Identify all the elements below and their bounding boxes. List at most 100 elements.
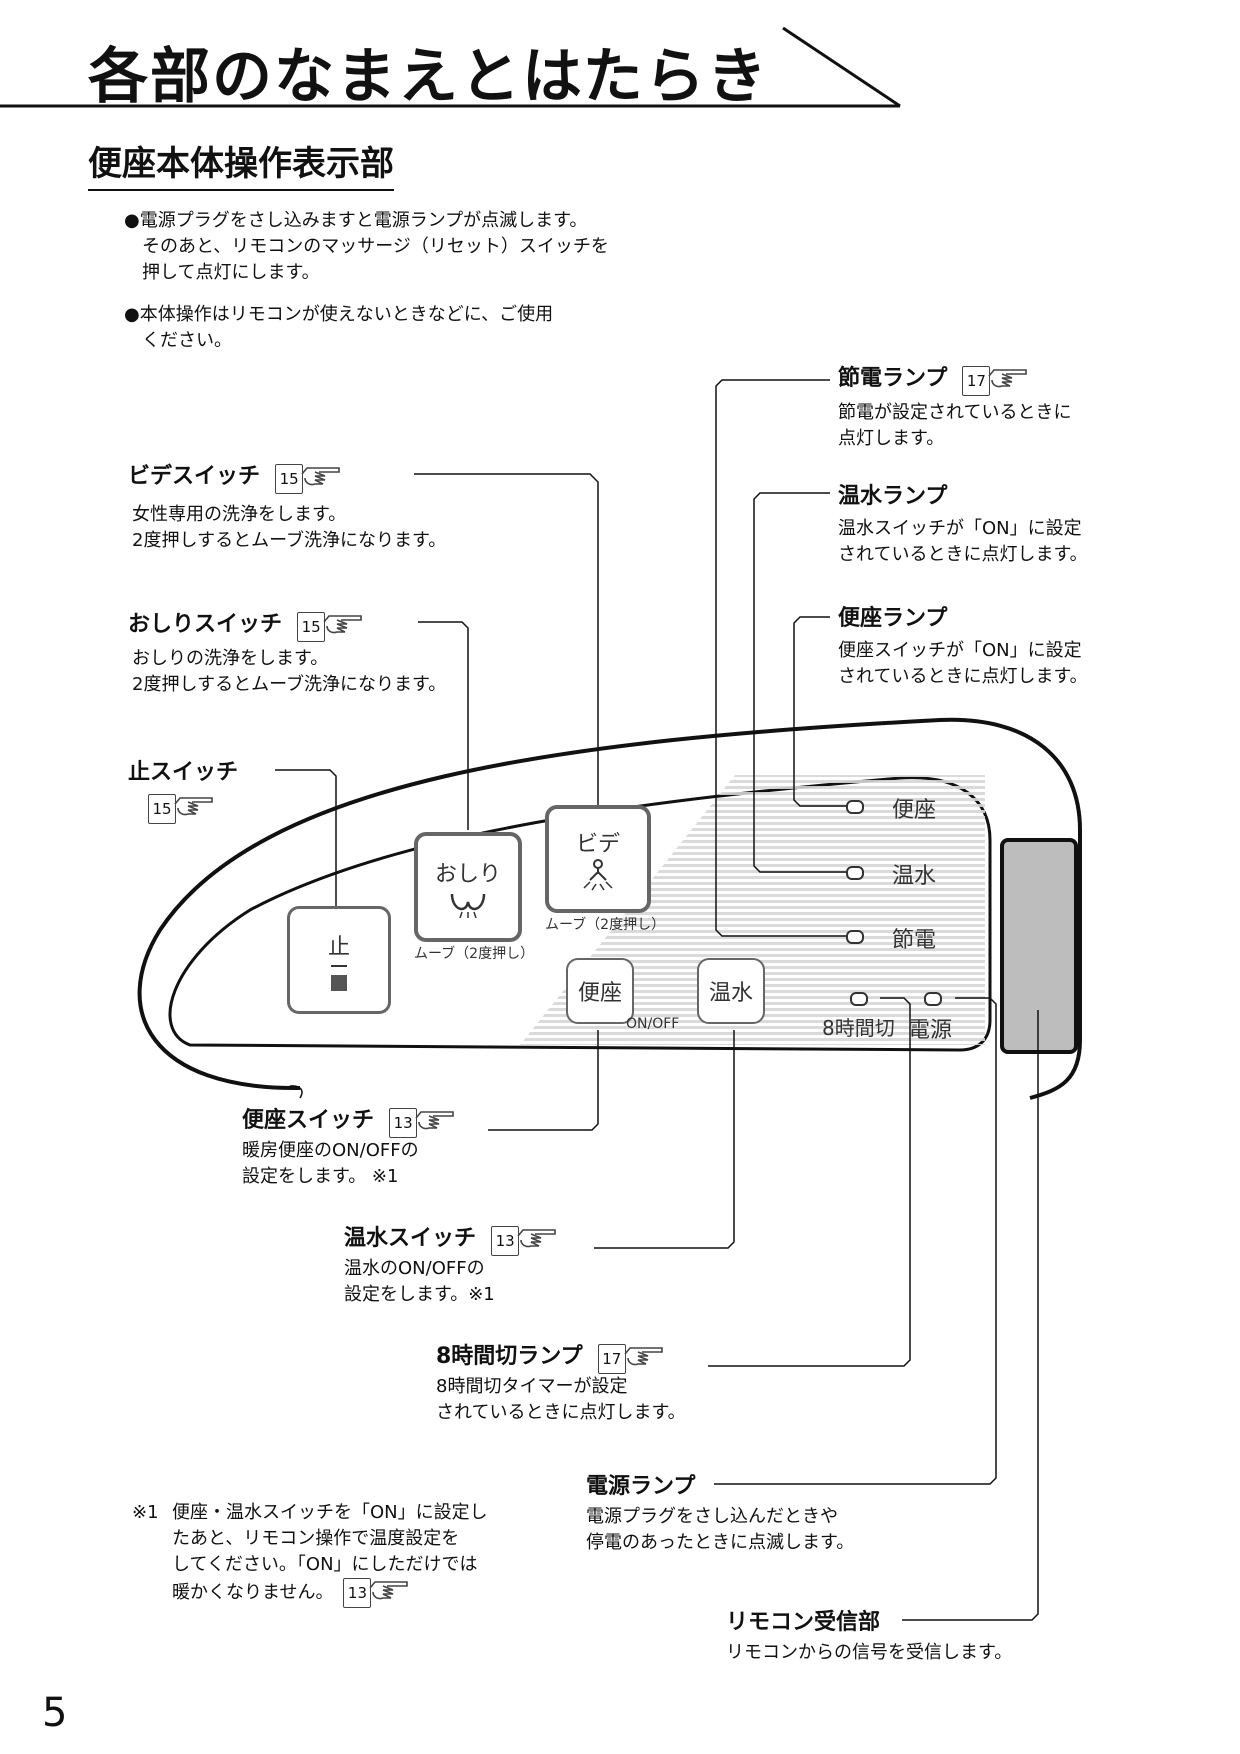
note-line: ください。 (124, 330, 232, 351)
power-lamp (924, 992, 942, 1006)
onsui-lamp (846, 866, 864, 880)
callout-desc: おしりの洗浄をします。 2度押しするとムーブ洗浄になります。 (132, 646, 446, 698)
footnote-line: 暖かくなりません。 (172, 1582, 334, 1603)
bidet-button[interactable]: ビデ (545, 805, 651, 913)
power-lamp-label: 電源 (908, 1018, 953, 1043)
callout-desc: リモコンからの信号を受信します。 (726, 1640, 1012, 1666)
desc-line: リモコンからの信号を受信します。 (726, 1642, 1013, 1663)
callout-stop: 止スイッチ 15 (128, 754, 238, 824)
desc-line: 停電のあったときに点滅します。 (586, 1532, 855, 1553)
pointing-hand-icon (624, 1346, 663, 1365)
leader-lines (275, 379, 1039, 1621)
oshiri-button-label: おしり (434, 862, 501, 887)
desc-line: 2度押しするとムーブ洗浄になります。 (132, 529, 447, 551)
pointing-hand-icon (323, 614, 362, 633)
desc-line: 暖房便座のON/OFFの (242, 1139, 419, 1161)
page-ref-number: 13 (343, 1578, 372, 1608)
note-line: 押して点灯にします。 (124, 262, 320, 283)
page-ref: 15 (148, 794, 214, 824)
note-line: そのあと、リモコンのマッサージ（リセット）スイッチを (124, 236, 609, 257)
pointing-hand-icon (415, 1110, 454, 1129)
callout-timer-lamp: 8時間切ランプ 17 8時間切タイマーが設定 されているときに点灯します。 (436, 1338, 686, 1426)
note-line: ●電源プラグをさし込みますと電源ランプが点滅します。 (124, 210, 588, 231)
callout-desc: 便座スイッチが「ON」に設定 されているときに点灯します。 (838, 638, 1088, 690)
diagonal-arrow-icon (782, 26, 901, 108)
pointing-hand-icon (517, 1228, 556, 1247)
desc-line: 便座スイッチが「ON」に設定 (838, 640, 1082, 661)
oshiri-button[interactable]: おしり (414, 832, 522, 942)
timer-lamp-label: 8時間切 (822, 1016, 895, 1040)
callout-onsui-lamp: 温水ランプ 温水スイッチが「ON」に設定 されているときに点灯します。 (838, 478, 1088, 568)
callout-label: 便座スイッチ (242, 1108, 375, 1133)
benza-button[interactable]: 便座 (566, 958, 634, 1024)
desc-line: 点灯します。 (838, 427, 945, 449)
onsui-button[interactable]: 温水 (697, 958, 765, 1024)
page-ref: 13 (491, 1225, 557, 1256)
pointing-hand-icon (369, 1581, 409, 1600)
callout-label: 節電ランプ (838, 366, 948, 391)
callout-oshiri: おしりスイッチ 15 おしりの洗浄をします。 2度押しするとムーブ洗浄になります… (128, 606, 446, 698)
stop-square-icon (331, 965, 347, 967)
desc-line: されているときに点灯します。 (838, 544, 1088, 565)
callout-label: 温水スイッチ (344, 1226, 477, 1251)
callout-label: リモコン受信部 (726, 1610, 881, 1635)
callout-desc: 女性専用の洗浄をします。 2度押しするとムーブ洗浄になります。 (132, 502, 446, 554)
desc-line: されているときに点灯します。 (436, 1401, 686, 1423)
page-ref-number: 13 (389, 1107, 418, 1138)
footnote-line: してください。「ON」にしただけでは (172, 1554, 478, 1575)
timer-lamp (850, 992, 868, 1006)
page-title: 各部のなまえとはたらき (88, 42, 769, 112)
desc-line: 2度押しするとムーブ洗浄になります。 (132, 673, 447, 695)
footnote-body: 便座・温水スイッチを「ON」に設定し たあと、リモコン操作で温度設定を してくだ… (172, 1500, 488, 1608)
setsuden-lamp (846, 930, 864, 944)
section-subtitle: 便座本体操作表示部 (88, 136, 394, 191)
page-ref-number: 13 (491, 1225, 520, 1256)
footnote-line: たあと、リモコン操作で温度設定を (172, 1528, 460, 1549)
panel-body-outline (137, 717, 1082, 1100)
pointing-hand-icon (174, 797, 213, 816)
desc-line: 電源プラグをさし込んだときや (586, 1506, 838, 1527)
desc-line: 女性専用の洗浄をします。 (132, 503, 347, 525)
callout-setsuden-lamp: 節電ランプ 17 節電が設定されているときに 点灯します。 (838, 360, 1071, 452)
callout-label: ビデスイッチ (128, 464, 261, 489)
desc-line: 節電が設定されているときに (838, 401, 1072, 423)
desc-line: 8時間切タイマーが設定 (436, 1375, 628, 1397)
page-ref-number: 15 (148, 794, 176, 824)
callout-desc: 電源プラグをさし込んだときや 停電のあったときに点滅します。 (586, 1504, 854, 1556)
desc-line: 温水スイッチが「ON」に設定 (838, 518, 1082, 539)
remote-receiver-window (1000, 838, 1078, 1054)
panel-striped-area (520, 775, 985, 1045)
bidet-move-note: ムーブ（2度押し） (545, 917, 666, 933)
page-ref-number: 17 (597, 1343, 626, 1374)
stop-button-label: 止 (327, 935, 350, 960)
onsui-lamp-label: 温水 (892, 864, 937, 889)
desc-line: 設定をします。 ※1 (242, 1165, 399, 1187)
note-body-operation: ●本体操作はリモコンが使えないときなどに、ご使用 ください。 (124, 302, 553, 354)
benza-lamp-label: 便座 (892, 798, 937, 823)
page-ref: 15 (297, 611, 363, 642)
page-ref: 13 (389, 1107, 455, 1138)
page-ref: 17 (962, 365, 1028, 396)
page-ref-number: 17 (962, 365, 991, 396)
callout-receiver: リモコン受信部 リモコンからの信号を受信します。 (726, 1604, 1012, 1666)
callout-desc: 温水スイッチが「ON」に設定 されているときに点灯します。 (838, 516, 1088, 568)
page-ref: 13 (343, 1578, 409, 1608)
stop-square-icon (331, 975, 347, 991)
desc-line: 設定をします。※1 (344, 1283, 495, 1305)
callout-label: 止スイッチ (128, 760, 239, 785)
benza-lamp (846, 800, 864, 814)
oshiri-spray-icon (450, 893, 486, 918)
footnote-mark: ※1 (132, 1502, 159, 1523)
desc-line: 温水のON/OFFの (344, 1257, 485, 1279)
callout-onsui-switch: 温水スイッチ 13 温水のON/OFFの 設定をします。※1 (344, 1220, 557, 1308)
setsuden-lamp-label: 節電 (892, 928, 937, 953)
stop-button[interactable]: 止 (287, 906, 391, 1014)
bidet-spray-icon (583, 859, 613, 891)
benza-button-label: 便座 (577, 981, 622, 1006)
footnote: ※1 便座・温水スイッチを「ON」に設定し たあと、リモコン操作で温度設定を し… (132, 1500, 488, 1608)
onsui-button-label: 温水 (708, 981, 753, 1006)
callout-desc: 節電が設定されているときに 点灯します。 (838, 400, 1071, 452)
callout-label: 温水ランプ (838, 484, 948, 509)
page-ref-number: 15 (275, 463, 304, 494)
callout-benza-lamp: 便座ランプ 便座スイッチが「ON」に設定 されているときに点灯します。 (838, 600, 1088, 690)
